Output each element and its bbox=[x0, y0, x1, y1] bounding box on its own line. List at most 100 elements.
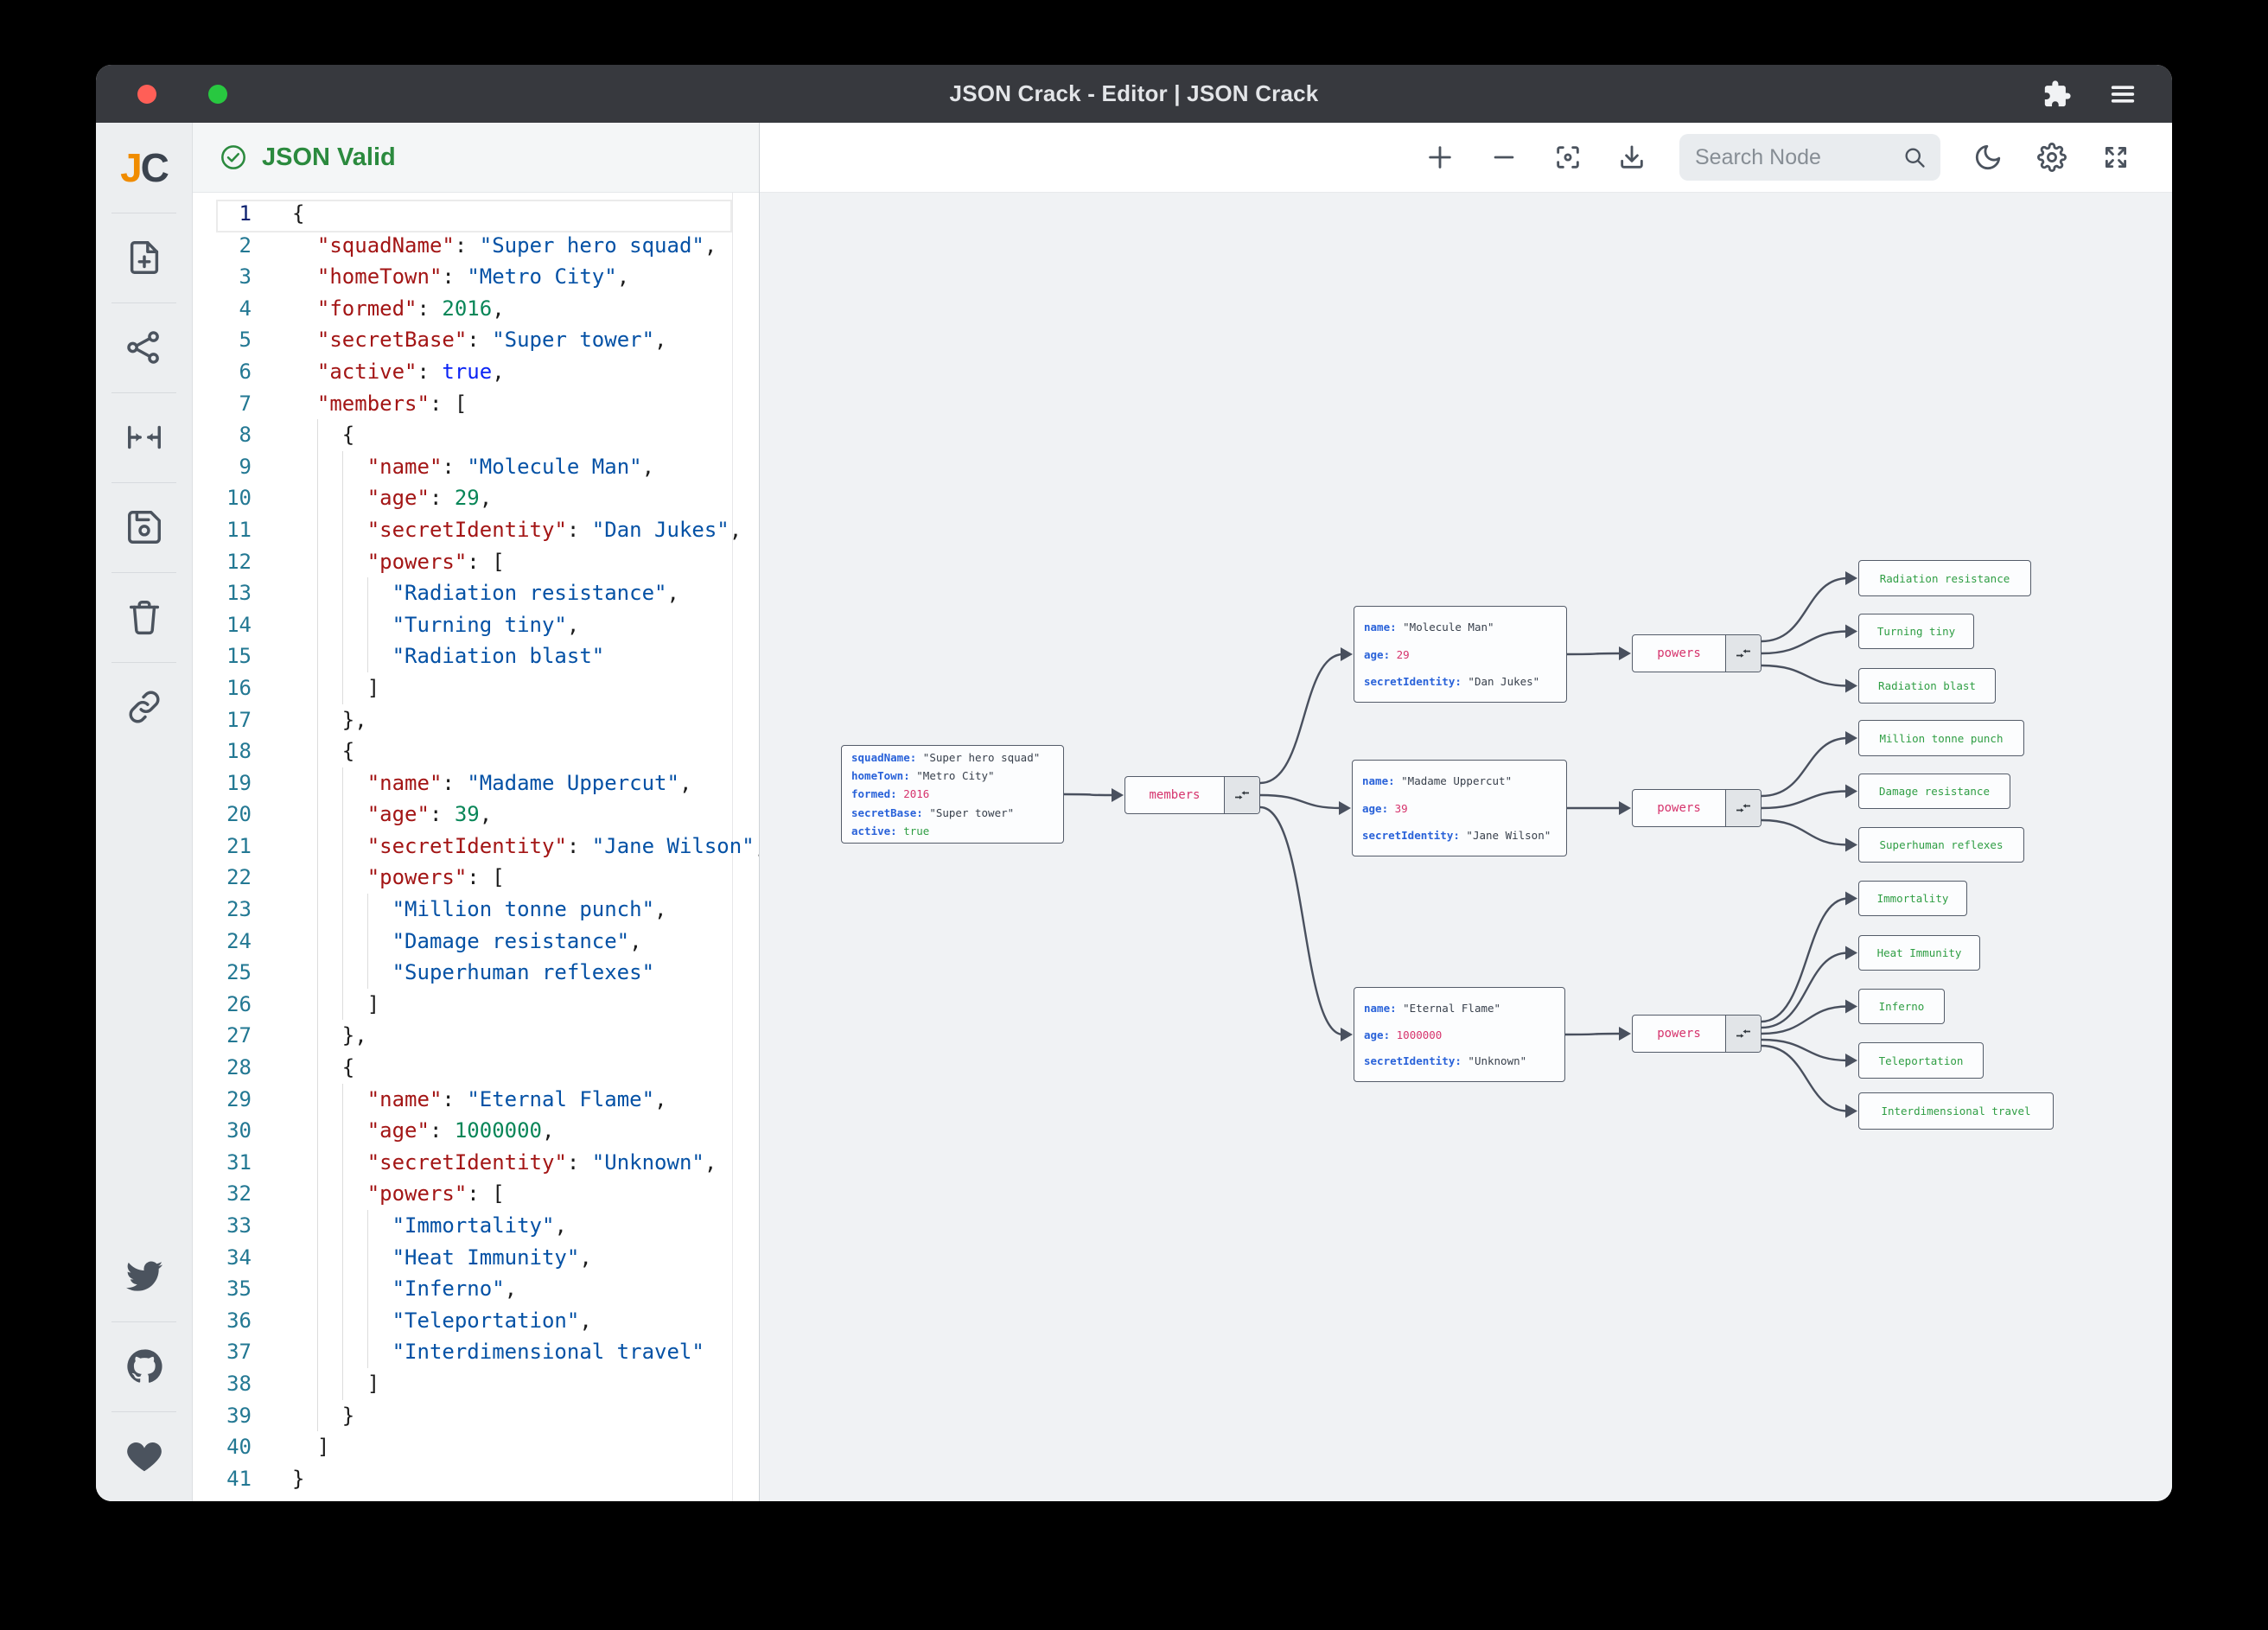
editor-line: 14 "Turning tiny", bbox=[193, 608, 759, 641]
github-icon[interactable] bbox=[96, 1321, 192, 1411]
line-number: 15 bbox=[226, 644, 252, 669]
editor-line: 10 "age": 29, bbox=[193, 482, 759, 514]
focus-icon[interactable] bbox=[1551, 141, 1584, 174]
line-number: 1 bbox=[239, 201, 252, 226]
editor-line: 39 } bbox=[193, 1399, 759, 1432]
code-line: { bbox=[252, 735, 759, 767]
graph-node-l1[interactable]: Radiation resistance bbox=[1858, 560, 2031, 596]
collapse-node-button[interactable] bbox=[1725, 790, 1761, 826]
editor-line: 16 ] bbox=[193, 672, 759, 704]
center-view-icon[interactable] bbox=[96, 392, 192, 482]
graph-icon[interactable] bbox=[96, 302, 192, 392]
editor-line: 1{ bbox=[193, 198, 759, 232]
editor-line: 36 "Teleportation", bbox=[193, 1304, 759, 1337]
editor-line: 9 "name": "Molecule Man", bbox=[193, 450, 759, 483]
line-number: 40 bbox=[226, 1435, 252, 1460]
graph-node-p2[interactable]: powers bbox=[1632, 789, 1762, 827]
line-number: 35 bbox=[226, 1277, 252, 1302]
zoom-in-icon[interactable] bbox=[1424, 141, 1456, 174]
twitter-icon[interactable] bbox=[96, 1232, 192, 1321]
editor-line: 30 "age": 1000000, bbox=[193, 1115, 759, 1147]
code-line: "Turning tiny", bbox=[252, 608, 759, 641]
graph-node-p1[interactable]: powers bbox=[1632, 634, 1762, 672]
code-line: "homeTown": "Metro City", bbox=[316, 264, 630, 290]
code-line: } bbox=[252, 1399, 759, 1432]
code-line: } bbox=[292, 1466, 305, 1491]
editor-line: 32 "powers": [ bbox=[193, 1178, 759, 1210]
zoom-window-button[interactable] bbox=[208, 84, 227, 104]
share-link-icon[interactable] bbox=[96, 662, 192, 752]
close-window-button[interactable] bbox=[137, 84, 156, 104]
collapse-node-button[interactable] bbox=[1224, 777, 1259, 813]
search-node-input[interactable] bbox=[1693, 143, 1894, 171]
editor-line: 19 "name": "Madame Uppercut", bbox=[193, 767, 759, 799]
graph-canvas[interactable]: squadName: "Super hero squad"homeTown: "… bbox=[760, 193, 2172, 1501]
graph-node-l2[interactable]: Turning tiny bbox=[1858, 614, 1974, 649]
graph-node-p3[interactable]: powers bbox=[1632, 1015, 1762, 1053]
minimize-window-button[interactable] bbox=[173, 85, 192, 104]
graph-node-l5[interactable]: Damage resistance bbox=[1858, 774, 2010, 809]
editor-scrollbar[interactable] bbox=[732, 193, 733, 1501]
line-number: 20 bbox=[226, 802, 252, 827]
graph-node-l10[interactable]: Teleportation bbox=[1858, 1042, 1984, 1079]
code-line: "secretIdentity": "Jane Wilson", bbox=[252, 830, 759, 863]
logo-jsoncrack[interactable]: JC bbox=[120, 145, 169, 190]
line-number: 24 bbox=[226, 928, 252, 953]
line-number: 8 bbox=[239, 423, 252, 448]
graph-node-l9[interactable]: Inferno bbox=[1858, 989, 1945, 1024]
line-number: 39 bbox=[226, 1403, 252, 1428]
code-line: ] bbox=[252, 1367, 759, 1400]
graph-node-members[interactable]: members bbox=[1124, 776, 1260, 814]
new-document-icon[interactable] bbox=[96, 213, 192, 302]
save-icon[interactable] bbox=[96, 482, 192, 572]
editor-line: 3 "homeTown": "Metro City", bbox=[193, 261, 759, 293]
line-number: 9 bbox=[239, 454, 252, 479]
code-line: "formed": 2016, bbox=[316, 296, 505, 321]
graph-node-l4[interactable]: Million tonne punch bbox=[1858, 720, 2024, 756]
dark-mode-icon[interactable] bbox=[1972, 141, 2004, 174]
editor-line: 40 ] bbox=[193, 1431, 759, 1463]
download-icon[interactable] bbox=[1615, 141, 1648, 174]
line-number: 28 bbox=[226, 1055, 252, 1080]
line-number: 37 bbox=[226, 1340, 252, 1365]
extension-icon[interactable] bbox=[2042, 80, 2072, 109]
menu-icon[interactable] bbox=[2108, 80, 2137, 109]
validation-status-label: JSON Valid bbox=[262, 143, 396, 171]
graph-node-root[interactable]: squadName: "Super hero squad"homeTown: "… bbox=[841, 745, 1064, 844]
collapse-node-button[interactable] bbox=[1725, 635, 1761, 672]
editor-pane: JSON Valid 1{2 "squadName": "Super hero … bbox=[193, 123, 760, 1501]
code-line: "Heat Immunity", bbox=[252, 1241, 759, 1274]
code-line: "Immortality", bbox=[252, 1210, 759, 1242]
editor-line: 4 "formed": 2016, bbox=[193, 293, 759, 325]
editor-line: 26 ] bbox=[193, 988, 759, 1021]
graph-node-l3[interactable]: Radiation blast bbox=[1858, 668, 1996, 704]
graph-node-l11[interactable]: Interdimensional travel bbox=[1858, 1092, 2054, 1130]
heart-icon[interactable] bbox=[96, 1411, 192, 1501]
graph-node-l7[interactable]: Immortality bbox=[1858, 881, 1967, 916]
delete-icon[interactable] bbox=[96, 572, 192, 662]
json-editor[interactable]: 1{2 "squadName": "Super hero squad",3 "h… bbox=[193, 193, 759, 1501]
code-line: "Radiation blast" bbox=[252, 640, 759, 672]
editor-line: 8 { bbox=[193, 419, 759, 451]
code-line: "active": true, bbox=[316, 359, 505, 384]
line-number: 32 bbox=[226, 1181, 252, 1207]
sidebar: JC bbox=[96, 123, 193, 1501]
editor-line: 17 }, bbox=[193, 704, 759, 736]
node-label: powers bbox=[1657, 1027, 1701, 1041]
graph-node-l6[interactable]: Superhuman reflexes bbox=[1858, 827, 2024, 863]
zoom-out-icon[interactable] bbox=[1488, 141, 1520, 174]
collapse-node-button[interactable] bbox=[1725, 1016, 1761, 1052]
editor-line: 25 "Superhuman reflexes" bbox=[193, 957, 759, 989]
code-line: "age": 1000000, bbox=[252, 1115, 759, 1147]
editor-line: 21 "secretIdentity": "Jane Wilson", bbox=[193, 830, 759, 863]
graph-node-l8[interactable]: Heat Immunity bbox=[1858, 935, 1980, 971]
code-line: "secretBase": "Super tower", bbox=[316, 328, 667, 353]
line-number: 30 bbox=[226, 1118, 252, 1143]
fullscreen-icon[interactable] bbox=[2099, 141, 2132, 174]
line-number: 5 bbox=[239, 328, 252, 353]
code-line: { bbox=[252, 1052, 759, 1084]
settings-icon[interactable] bbox=[2035, 141, 2068, 174]
